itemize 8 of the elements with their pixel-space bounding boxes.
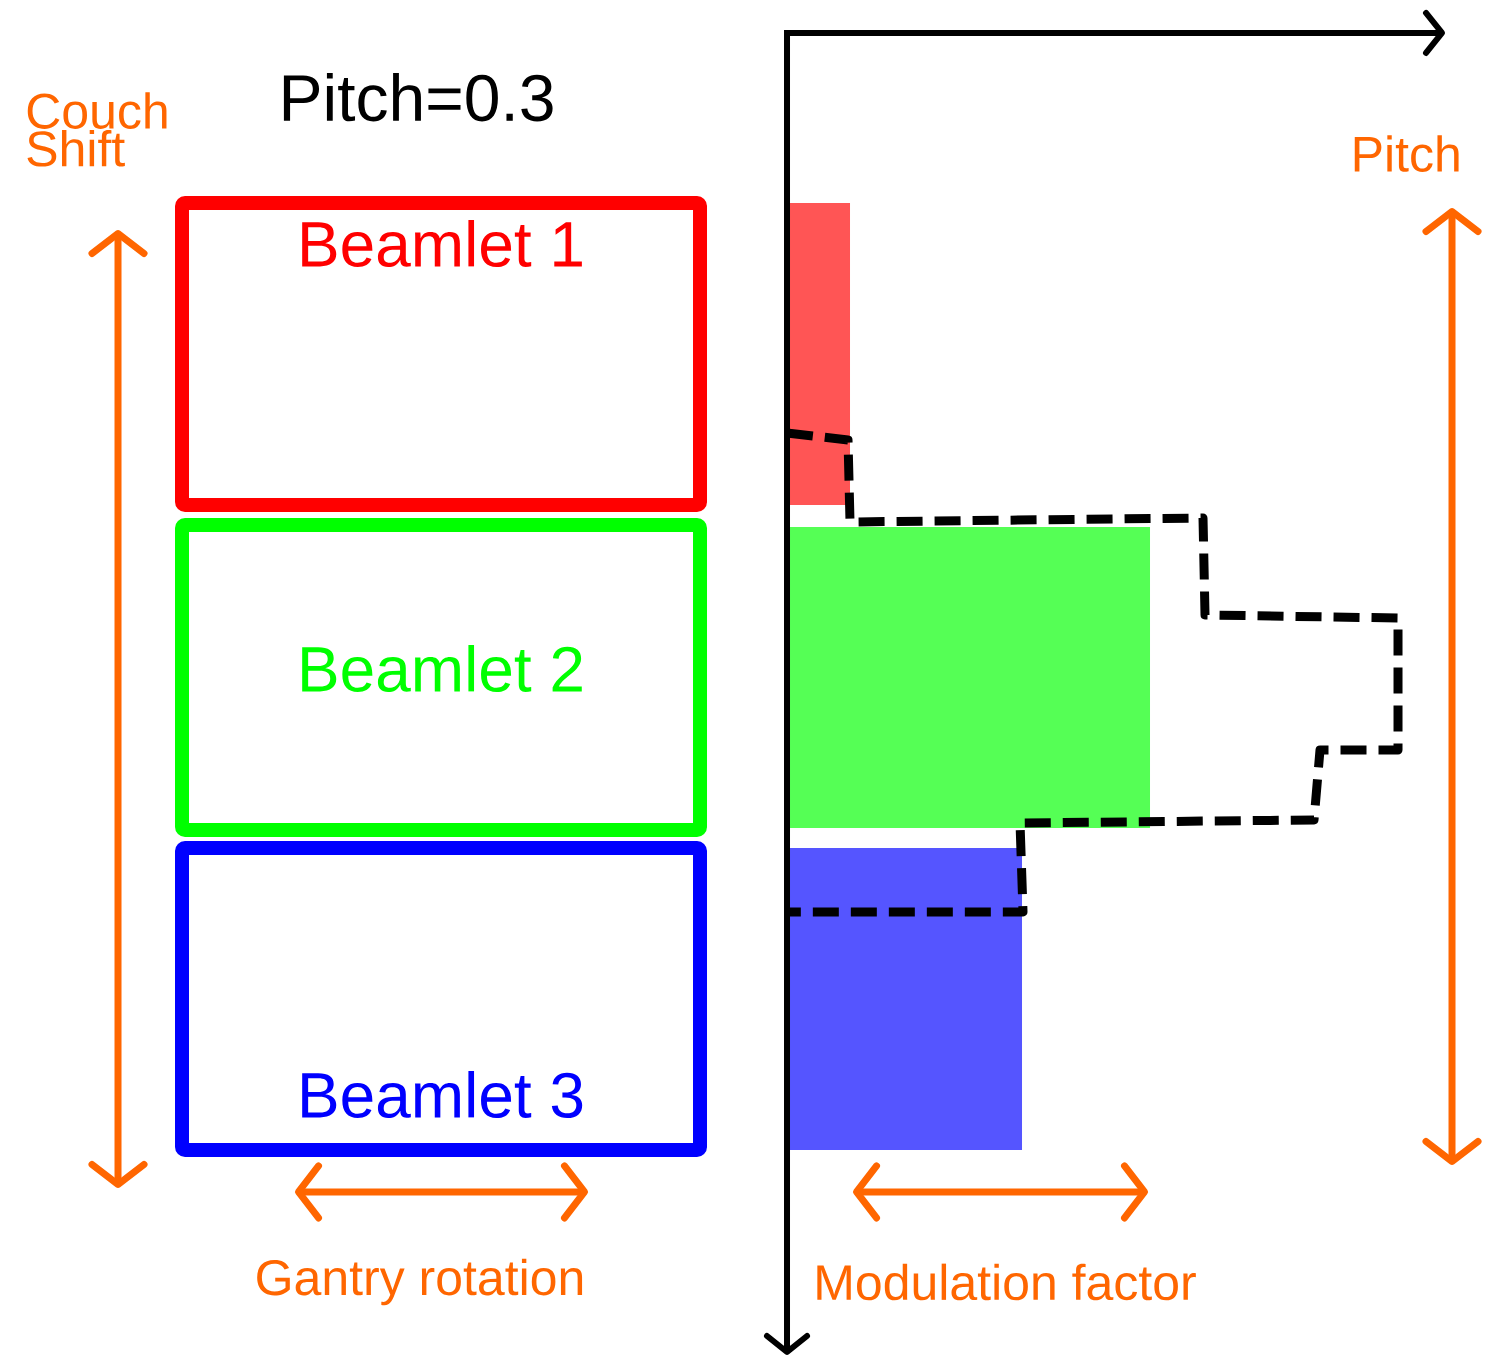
title: Pitch=0.3 bbox=[283, 72, 553, 122]
beamlet-box: Beamlet 1 bbox=[175, 196, 707, 512]
axis-label: Modulation factor bbox=[817, 1263, 1196, 1301]
axis-label: Gantry rotation bbox=[257, 1258, 583, 1306]
axis-label: Couch Shift bbox=[27, 92, 167, 167]
beamlet-box: Beamlet 3 bbox=[175, 841, 707, 1157]
axis-label: Pitch bbox=[1354, 135, 1459, 172]
beamlet-box: Beamlet 2 bbox=[175, 518, 707, 837]
